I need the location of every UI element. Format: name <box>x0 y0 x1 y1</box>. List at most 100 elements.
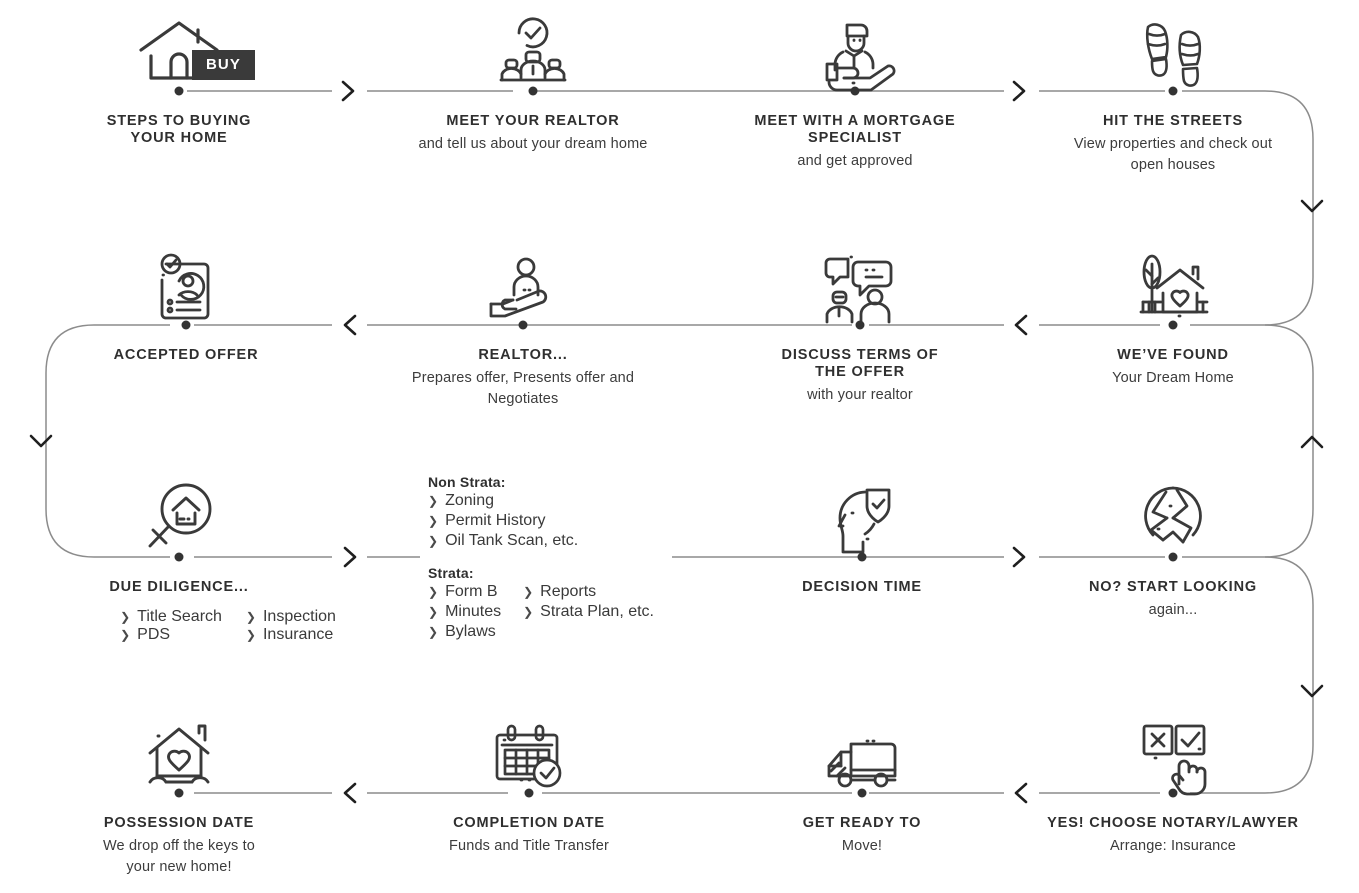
step-subtitle: Move! <box>841 838 883 854</box>
step-node-no-start-looking: NO? START LOOKING again... <box>1040 486 1306 621</box>
non-strata-heading: Non Strata: <box>428 474 506 490</box>
house-heart-icon <box>141 712 217 798</box>
due-diligence-list: ❯ Title Search ❯ PDS ❯ Inspection ❯ Insu… <box>78 608 378 644</box>
strata-heading: Strata: <box>428 565 474 581</box>
step-title: MEET WITH A MORTGAGE SPECIALIST <box>754 113 956 146</box>
step-title: HIT THE STREETS <box>1102 113 1244 129</box>
timeline-dot <box>857 552 867 562</box>
timeline-dot <box>181 320 191 330</box>
list-item: ❯ Title Search <box>120 608 222 625</box>
timeline-dot <box>174 552 184 562</box>
head-shield-check-icon <box>827 474 897 562</box>
strata-details-block: Non Strata: ❯ Zoning ❯ Permit History ❯ … <box>428 474 654 641</box>
step-node-due-diligence: DUE DILIGENCE... <box>58 483 300 596</box>
chevron-right-icon: ❯ <box>428 585 439 599</box>
step-title: ACCEPTED OFFER <box>113 347 259 363</box>
step-subtitle: We drop off the keys to your new home! <box>102 838 256 875</box>
magnifier-house-icon <box>142 474 216 562</box>
chevron-right-icon: ❯ <box>120 610 131 624</box>
step-subtitle: View properties and check out open house… <box>1073 136 1273 173</box>
chevron-right-icon: ❯ <box>523 585 534 599</box>
step-node-decision-time: DECISION TIME <box>742 488 982 596</box>
step-title: DECISION TIME <box>802 579 922 595</box>
step-title: YES! CHOOSE NOTARY/LAWYER <box>1047 815 1299 831</box>
step-node-hit-the-streets: HIT THE STREETS View properties and chec… <box>1040 23 1306 176</box>
chevron-right-icon: ❯ <box>428 534 439 548</box>
list-item: ❯ Form B <box>428 583 498 600</box>
step-node-meet-your-realtor: MEET YOUR REALTOR and tell us about your… <box>392 17 674 155</box>
step-subtitle: Arrange: Insurance <box>1109 838 1237 854</box>
chevron-right-icon: ❯ <box>245 628 256 642</box>
step-title: MEET YOUR REALTOR <box>446 113 620 129</box>
chevron-right-icon: ❯ <box>428 514 439 528</box>
step-node-meet-with-a-mortgage-specialist: MEET WITH A MORTGAGE SPECIALIST and get … <box>722 23 988 172</box>
step-node-steps-to-buying-your-home: STEPS TO BUYING YOUR HOME <box>58 21 300 151</box>
timeline-dot <box>528 86 538 96</box>
calendar-check-icon <box>491 712 567 798</box>
step-title: WE’VE FOUND <box>1117 347 1229 363</box>
timeline-dot <box>174 86 184 96</box>
timeline-dot <box>1168 552 1178 562</box>
broken-circle-house-icon <box>1137 474 1209 562</box>
step-title: POSSESSION DATE <box>103 815 255 831</box>
step-node-weve-found: WE’VE FOUND Your Dream Home <box>1040 254 1306 389</box>
step-subtitle: and tell us about your dream home <box>418 136 648 152</box>
timeline-dot <box>524 788 534 798</box>
due-diligence-column-2: ❯ Inspection ❯ Insurance <box>246 608 336 644</box>
step-title: GET READY TO <box>802 815 922 831</box>
step-title: DISCUSS TERMS OF THE OFFER <box>781 347 939 380</box>
timeline-dot <box>174 788 184 798</box>
step-node-yes-choose-notary-lawyer: YES! CHOOSE NOTARY/LAWYER Arrange: Insur… <box>1021 724 1325 857</box>
step-subtitle: Funds and Title Transfer <box>449 838 609 854</box>
timeline-dot <box>1168 86 1178 96</box>
list-item: ❯ Zoning <box>428 492 494 509</box>
moving-truck-icon <box>823 712 901 798</box>
strata-column-1: ❯ Form B ❯ Minutes ❯ Bylaws <box>428 583 501 641</box>
step-subtitle: with your realtor <box>807 387 913 403</box>
step-subtitle: and get approved <box>797 153 913 169</box>
step-title: NO? START LOOKING <box>1088 579 1258 595</box>
two-people-chat-icon <box>820 244 900 330</box>
chevron-right-icon: ❯ <box>523 605 534 619</box>
list-item: ❯ Oil Tank Scan, etc. <box>428 532 579 549</box>
buy-badge: BUY <box>192 50 255 80</box>
list-item: ❯ Minutes <box>428 603 502 620</box>
step-node-completion-date: COMPLETION DATE Funds and Title Transfer <box>389 724 669 857</box>
chevron-right-icon: ❯ <box>428 605 439 619</box>
document-profile-check-icon <box>150 244 222 330</box>
list-item: ❯ Reports <box>523 583 597 600</box>
timeline-dot <box>857 788 867 798</box>
timeline-dot <box>1168 320 1178 330</box>
step-subtitle: Prepares offer, Presents offer and Negot… <box>411 370 635 407</box>
chevron-right-icon: ❯ <box>245 610 256 624</box>
agent-hand-icon <box>813 10 897 96</box>
step-node-realtor: REALTOR... Prepares offer, Presents offe… <box>383 257 663 410</box>
step-title: DUE DILIGENCE... <box>109 579 249 595</box>
step-node-possession-date: POSSESSION DATE We drop off the keys to … <box>58 724 300 878</box>
timeline-dot <box>850 86 860 96</box>
timeline-dot <box>855 320 865 330</box>
checkbox-choice-hand-icon <box>1135 708 1211 798</box>
step-subtitle: again... <box>1148 602 1198 618</box>
list-item: ❯ Permit History <box>428 512 546 529</box>
house-heart-tree-icon <box>1135 244 1211 330</box>
footprints-icon <box>1138 10 1208 96</box>
non-strata-list: ❯ Zoning ❯ Permit History ❯ Oil Tank Sca… <box>428 492 654 550</box>
list-item: ❯ PDS <box>120 626 171 643</box>
chevron-right-icon: ❯ <box>428 625 439 639</box>
due-diligence-column-1: ❯ Title Search ❯ PDS <box>120 608 222 644</box>
strata-column-2: ❯ Reports ❯ Strata Plan, etc. <box>523 583 654 641</box>
hand-person-icon <box>479 244 567 330</box>
chevron-right-icon: ❯ <box>428 494 439 508</box>
list-item: ❯ Insurance <box>245 626 334 643</box>
step-title: REALTOR... <box>478 347 568 363</box>
step-node-get-ready-to: GET READY TO Move! <box>742 739 982 857</box>
step-subtitle: Your Dream Home <box>1112 370 1234 386</box>
step-title: STEPS TO BUYING YOUR HOME <box>106 113 252 146</box>
team-check-icon <box>493 10 573 96</box>
step-node-discuss-terms-of-the-offer: DISCUSS TERMS OF THE OFFER with your rea… <box>722 255 998 406</box>
chevron-right-icon: ❯ <box>120 628 131 642</box>
timeline-dot <box>1168 788 1178 798</box>
